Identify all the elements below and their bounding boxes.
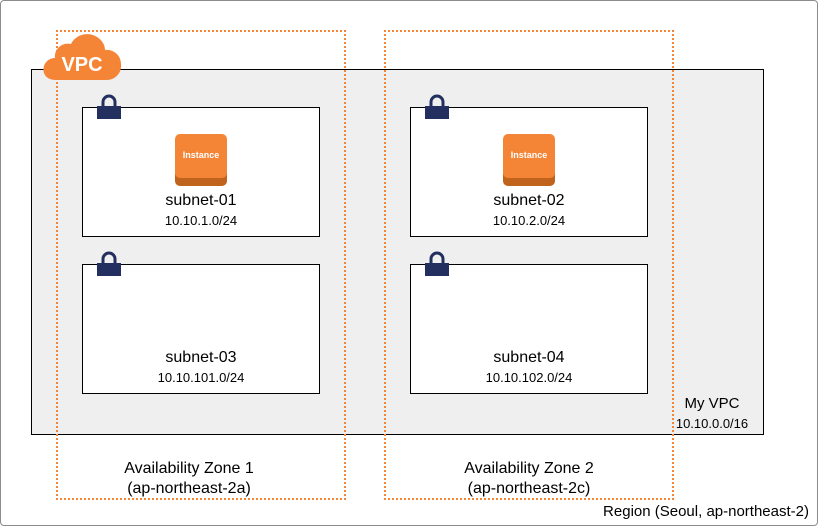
instance-02-label: Instance bbox=[511, 150, 548, 160]
lock-icon bbox=[425, 94, 449, 119]
az-1-label: Availability Zone 1 (ap-northeast-2a) bbox=[54, 459, 324, 499]
subnet-02: subnet-02 10.10.2.0/24 bbox=[410, 107, 648, 237]
vpc-cloud-icon: VPC bbox=[43, 34, 122, 80]
vpc-name: My VPC bbox=[684, 395, 740, 412]
lock-icon bbox=[97, 251, 121, 276]
ec2-instance-icon: Instance bbox=[503, 134, 555, 186]
instance-01-label: Instance bbox=[183, 150, 220, 160]
az-2-name: Availability Zone 2 bbox=[464, 460, 594, 477]
subnet-03-name: subnet-03 bbox=[165, 349, 237, 366]
az-1-name: Availability Zone 1 bbox=[124, 460, 254, 477]
az-2-label: Availability Zone 2 (ap-northeast-2c) bbox=[394, 459, 664, 499]
subnet-04-name: subnet-04 bbox=[493, 349, 565, 366]
subnet-02-name: subnet-02 bbox=[493, 192, 565, 209]
region-label: Region (Seoul, ap-northeast-2) bbox=[603, 503, 809, 520]
az-2-id: (ap-northeast-2c) bbox=[467, 480, 591, 497]
vpc-badge-text: VPC bbox=[61, 54, 102, 76]
availability-zone-1 bbox=[56, 30, 346, 500]
subnet-03-cidr: 10.10.101.0/24 bbox=[157, 370, 245, 385]
subnet-04-cidr: 10.10.102.0/24 bbox=[485, 370, 573, 385]
lock-icon bbox=[425, 251, 449, 276]
vpc-cidr: 10.10.0.0/16 bbox=[675, 416, 749, 431]
ec2-instance-icon: Instance bbox=[175, 134, 227, 186]
subnet-03: subnet-03 10.10.101.0/24 bbox=[82, 264, 320, 394]
lock-icon bbox=[97, 94, 121, 119]
subnet-01-name: subnet-01 bbox=[165, 192, 237, 209]
availability-zone-2 bbox=[384, 30, 674, 500]
subnet-02-cidr: 10.10.2.0/24 bbox=[492, 213, 566, 228]
az-1-id: (ap-northeast-2a) bbox=[127, 480, 251, 497]
subnet-04: subnet-04 10.10.102.0/24 bbox=[410, 264, 648, 394]
subnet-01-cidr: 10.10.1.0/24 bbox=[164, 213, 238, 228]
